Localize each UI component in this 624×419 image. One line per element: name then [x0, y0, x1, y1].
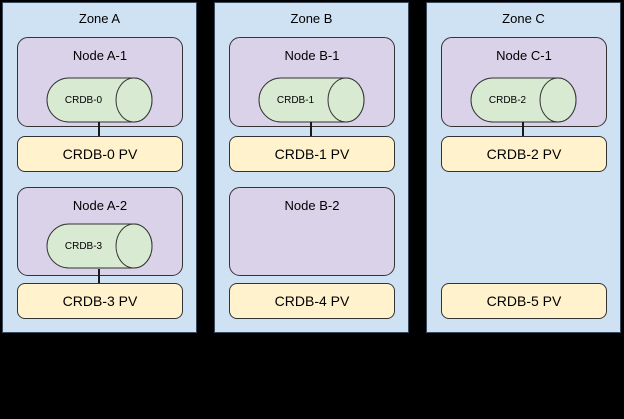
- pod-crdb-0-label: CRDB-0: [64, 94, 103, 106]
- pv-box-crdb-2: CRDB-2 PV: [441, 136, 607, 172]
- pv-box-crdb-1: CRDB-1 PV: [229, 136, 395, 172]
- pod-crdb-1-label: CRDB-1: [276, 94, 315, 106]
- database-cylinder-icon: [46, 223, 153, 269]
- node-a1-box: Node A-1 CRDB-0: [17, 37, 183, 127]
- connector-line: [98, 269, 100, 284]
- database-cylinder-icon: [258, 77, 365, 123]
- zone-a-label: Zone A: [78, 11, 121, 26]
- connector-line: [98, 122, 100, 137]
- pv-box-crdb-5: CRDB-5 PV: [441, 283, 607, 319]
- pv-crdb-1-label: CRDB-1 PV: [274, 146, 350, 162]
- pv-box-crdb-0: CRDB-0 PV: [17, 136, 183, 172]
- node-a1-label: Node A-1: [72, 48, 128, 63]
- pv-crdb-5-label: CRDB-5 PV: [486, 293, 562, 309]
- pod-crdb-2-label: CRDB-2: [488, 94, 527, 106]
- pv-crdb-3-label: CRDB-3 PV: [62, 293, 138, 309]
- node-a2-box: Node A-2 CRDB-3: [17, 187, 183, 276]
- pv-crdb-0-label: CRDB-0 PV: [62, 146, 138, 162]
- pod-crdb-2: CRDB-2: [470, 77, 577, 123]
- pv-crdb-2-label: CRDB-2 PV: [486, 146, 562, 162]
- connector-line: [310, 122, 312, 137]
- node-a2-label: Node A-2: [72, 198, 128, 213]
- node-b2-label: Node B-2: [284, 198, 340, 213]
- zone-b-box: Zone B Node B-1 CRDB-1 CRDB-1 PV Node B-…: [214, 2, 409, 333]
- pv-crdb-4-label: CRDB-4 PV: [274, 293, 350, 309]
- node-b2-box: Node B-2: [229, 187, 395, 276]
- node-b1-box: Node B-1 CRDB-1: [229, 37, 395, 127]
- pv-box-crdb-4: CRDB-4 PV: [229, 283, 395, 319]
- pod-crdb-0: CRDB-0: [46, 77, 153, 123]
- database-cylinder-icon: [46, 77, 153, 123]
- zone-c-box: Zone C Node C-1 CRDB-2 CRDB-2 PV CRDB-5 …: [426, 2, 621, 333]
- pv-box-crdb-3: CRDB-3 PV: [17, 283, 183, 319]
- pod-crdb-3-label: CRDB-3: [64, 240, 103, 252]
- zone-a-box: Zone A Node A-1 CRDB-0 CRDB-0 PV Node A-…: [2, 2, 197, 333]
- pod-crdb-1: CRDB-1: [258, 77, 365, 123]
- connector-line: [522, 122, 524, 137]
- node-c1-label: Node C-1: [496, 48, 552, 63]
- pod-crdb-3: CRDB-3: [46, 223, 153, 269]
- node-b1-label: Node B-1: [284, 48, 340, 63]
- zone-b-label: Zone B: [290, 11, 333, 26]
- node-c1-box: Node C-1 CRDB-2: [441, 37, 607, 127]
- database-cylinder-icon: [470, 77, 577, 123]
- zone-c-label: Zone C: [502, 11, 545, 26]
